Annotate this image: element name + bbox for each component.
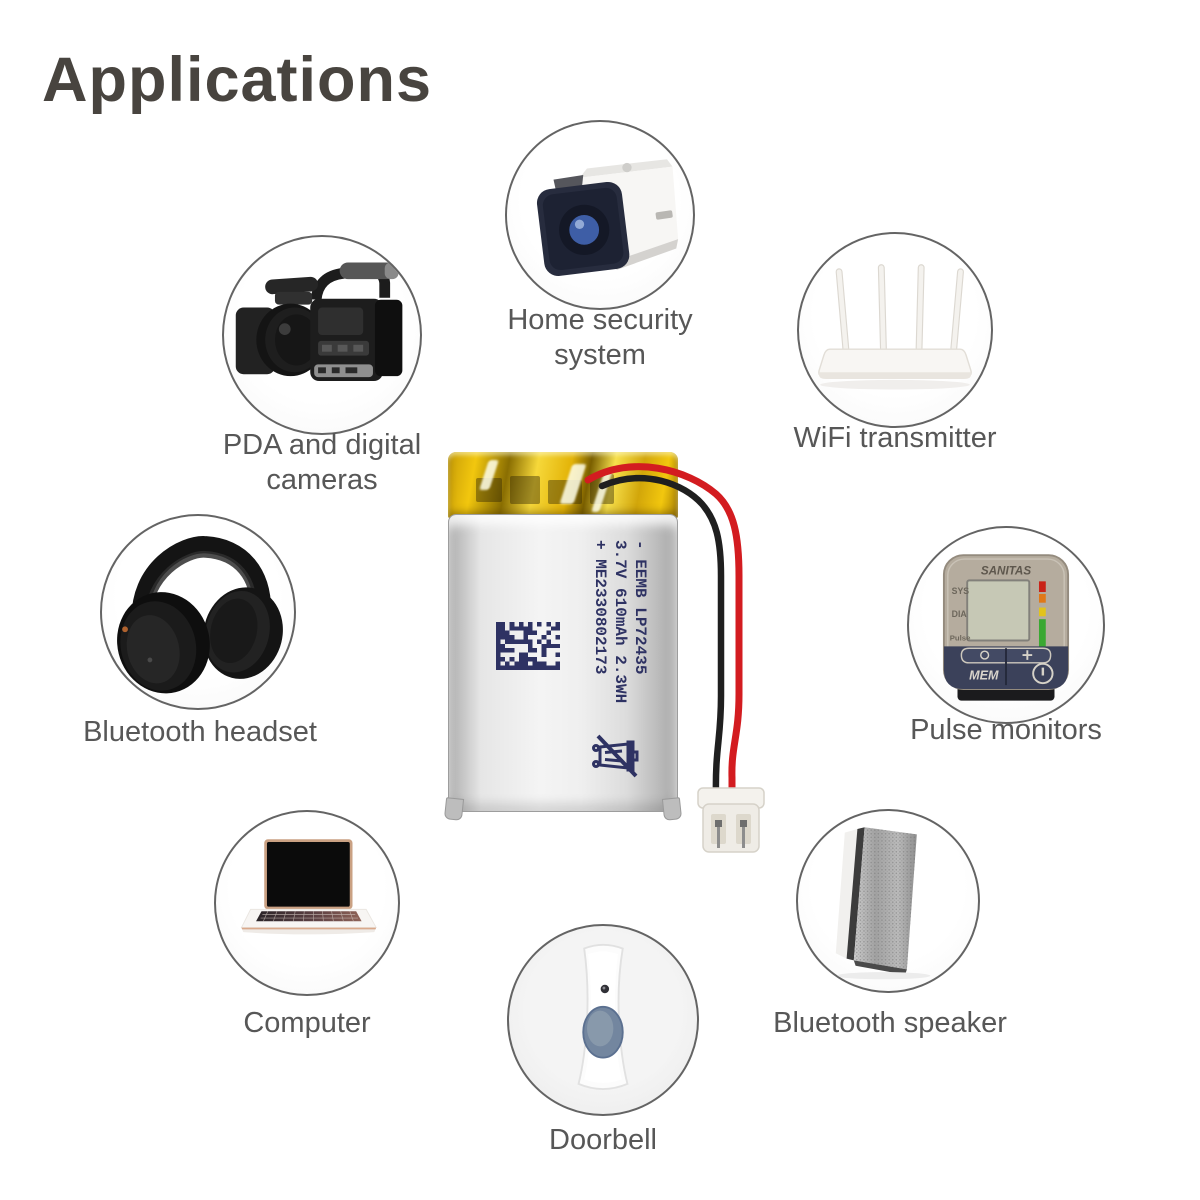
battery-wires [584,463,765,853]
caption-line: Bluetooth speaker [773,1007,1007,1039]
battery-photo: - EEMB LP72435 3.7V 610mAh 2.3WH + ME233… [443,452,683,821]
battery-foil-tab-left [443,797,465,821]
who-scale-icon [1038,581,1046,657]
router-icon [818,264,972,390]
caption-line: Computer [243,1007,371,1039]
battery-pcb-shadow [510,476,540,504]
app-item-computer [214,810,400,996]
security-camera-icon [536,159,679,276]
computer-photo-circle [214,810,400,996]
app-item-pulse-monitors: SANITAS SYS DIA Pulse MEM [907,526,1105,724]
app-label-computer: Computer [243,1006,370,1041]
jst-connector [697,787,765,853]
app-label-wifi-transmitter: WiFi transmitter [794,421,997,456]
app-label-bluetooth-speaker: Bluetooth speaker [773,1006,1007,1041]
app-item-bluetooth-headset [100,514,296,710]
pulse-monitor-brand: SANITAS [981,565,1031,578]
no-disposal-icon [592,734,639,778]
app-label-home-security: Home security system [507,303,692,373]
headphones-icon [117,536,283,694]
app-label-pda-cameras: PDA and digital cameras [223,428,421,498]
barcode-icon [496,622,560,670]
caption-line: system [554,339,646,371]
caption-line: Doorbell [549,1124,657,1156]
caption-line: Pulse monitors [910,714,1102,746]
pulse-monitor-mem-button: MEM [969,668,999,682]
settings-gear-icon [980,650,990,660]
app-label-pulse-monitors: Pulse monitors [910,713,1102,748]
caption-line: cameras [266,464,378,496]
battery-body [448,514,678,812]
doorbell-icon [577,943,629,1091]
laptop-icon [240,839,377,935]
wifi-transmitter-photo-circle [797,232,993,428]
caption-line: WiFi transmitter [793,422,997,454]
doorbell-photo-circle [507,924,699,1116]
bluetooth-speaker-photo-circle [796,809,980,993]
app-item-pda-cameras [222,235,422,435]
pulse-monitor-sys-label: SYS [952,586,970,596]
pulse-monitor-dia-label: DIA [952,609,968,619]
plus-icon [1022,650,1033,660]
home-security-photo-circle [505,120,695,310]
pulse-monitor-icon: SANITAS SYS DIA Pulse MEM [942,554,1070,701]
app-item-bluetooth-speaker [796,809,980,993]
page-title: Applications [42,45,433,115]
caption-line: PDA and digital [222,429,422,461]
bluetooth-headset-photo-circle [100,514,296,710]
app-label-bluetooth-headset: Bluetooth headset [83,715,317,750]
black-wire [598,475,725,800]
power-button-icon [1032,662,1054,685]
app-item-home-security [505,120,695,310]
pulse-monitor-pulse-label: Pulse [950,634,971,643]
battery-tape [448,452,678,518]
speaker-icon [835,827,931,980]
pulse-monitors-photo-circle: SANITAS SYS DIA Pulse MEM [907,526,1105,724]
app-item-doorbell [507,924,699,1116]
pda-cameras-photo-circle [222,235,422,435]
app-label-doorbell: Doorbell [549,1123,657,1158]
caption-line: Home security [507,304,693,336]
caption-line: Bluetooth headset [83,716,317,748]
red-wire [584,463,743,800]
app-item-wifi-transmitter [797,232,993,428]
camcorder-icon [235,262,403,382]
